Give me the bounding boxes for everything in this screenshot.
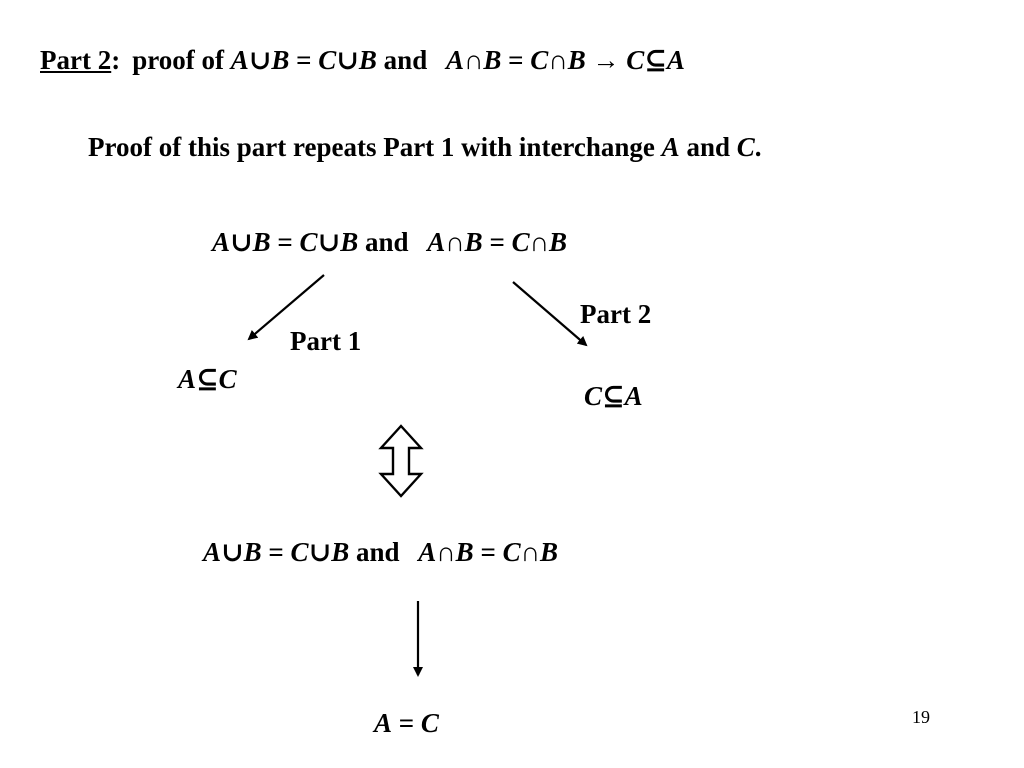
intersection-symbol: ∩ [529,227,549,257]
arrow-to-part1-icon [247,274,325,341]
premise-statement: A∪B = C∪B and A∩B = C∩B [212,226,567,258]
intro-period: . [754,132,762,162]
equivalent-and: and [355,537,400,567]
set-c: C [584,381,603,411]
slide-title: Part 2:proof of A∪B = C∪B and A∩B = C∩B … [40,44,685,76]
intersection-symbol: ∩ [548,45,568,75]
equivalent-statement: A∪B = C∪B and A∩B = C∩B [203,536,558,568]
intro-sentence: Proof of this part repeats Part 1 with i… [88,131,762,163]
set-b: B [464,227,483,257]
intersection-symbol: ∩ [445,227,465,257]
union-symbol: ∪ [248,45,272,75]
set-b: B [331,537,350,567]
equals-sign: = [489,227,505,257]
set-b: B [243,537,262,567]
union-symbol: ∪ [230,227,253,257]
title-set-b: B [358,45,377,75]
set-b: B [540,537,559,567]
set-a: A [178,364,197,394]
title-set-b: B [483,45,502,75]
title-part-label: Part 2 [40,45,112,75]
union-symbol: ∪ [221,537,244,567]
intro-set-a: A [661,132,680,162]
set-c: C [299,227,318,257]
set-c: C [218,364,237,394]
intersection-symbol: ∩ [436,537,456,567]
set-b: B [252,227,271,257]
subset-symbol: ⊆ [196,364,219,394]
union-symbol: ∪ [317,227,341,257]
title-set-a: A [445,45,464,75]
premise-and: and [364,227,409,257]
arrow-to-part2-icon [512,281,588,347]
union-symbol: ∪ [308,537,332,567]
equals-sign: = [296,45,312,75]
title-set-a: A [666,45,685,75]
set-b: B [340,227,359,257]
title-set-c: C [530,45,549,75]
equals-sign: = [268,537,284,567]
set-a: A [374,708,393,738]
title-set-c: C [626,45,645,75]
title-colon: : [111,45,121,75]
set-c: C [420,708,439,738]
title-set-c: C [318,45,337,75]
branch-right-label: Part 2 [580,299,652,329]
intersection-symbol: ∩ [463,45,484,75]
branch-right-result: C⊆A [584,380,643,412]
intersection-symbol: ∩ [520,537,540,567]
page-number: 19 [912,707,930,727]
set-b: B [455,537,474,567]
intro-text: Proof of this part repeats Part 1 with i… [88,132,655,162]
subset-symbol: ⊆ [602,381,625,411]
set-b: B [549,227,568,257]
equals-sign: = [398,708,415,738]
title-set-b: B [271,45,290,75]
branch-left-result: A⊆C [178,363,237,395]
intro-and: and [686,132,730,162]
title-set-b: B [567,45,586,75]
union-symbol: ∪ [336,45,359,75]
title-proof-of: proof of [132,45,224,75]
implies-arrow-icon: → [592,45,620,75]
set-a: A [427,227,446,257]
double-vertical-arrow-icon [378,424,424,498]
set-a: A [624,381,643,411]
equals-sign: = [508,45,524,75]
set-c: C [290,537,309,567]
set-a: A [203,537,222,567]
subset-symbol: ⊆ [644,45,667,75]
conclusion-statement: A = C [374,707,439,739]
equals-sign: = [480,537,496,567]
title-and: and [383,45,428,75]
title-set-a: A [230,45,249,75]
branch-left-label: Part 1 [290,326,362,356]
set-a: A [418,537,437,567]
set-a: A [212,227,231,257]
set-c: C [502,537,521,567]
equals-sign: = [277,227,293,257]
intro-set-c: C [736,132,755,162]
set-c: C [511,227,530,257]
